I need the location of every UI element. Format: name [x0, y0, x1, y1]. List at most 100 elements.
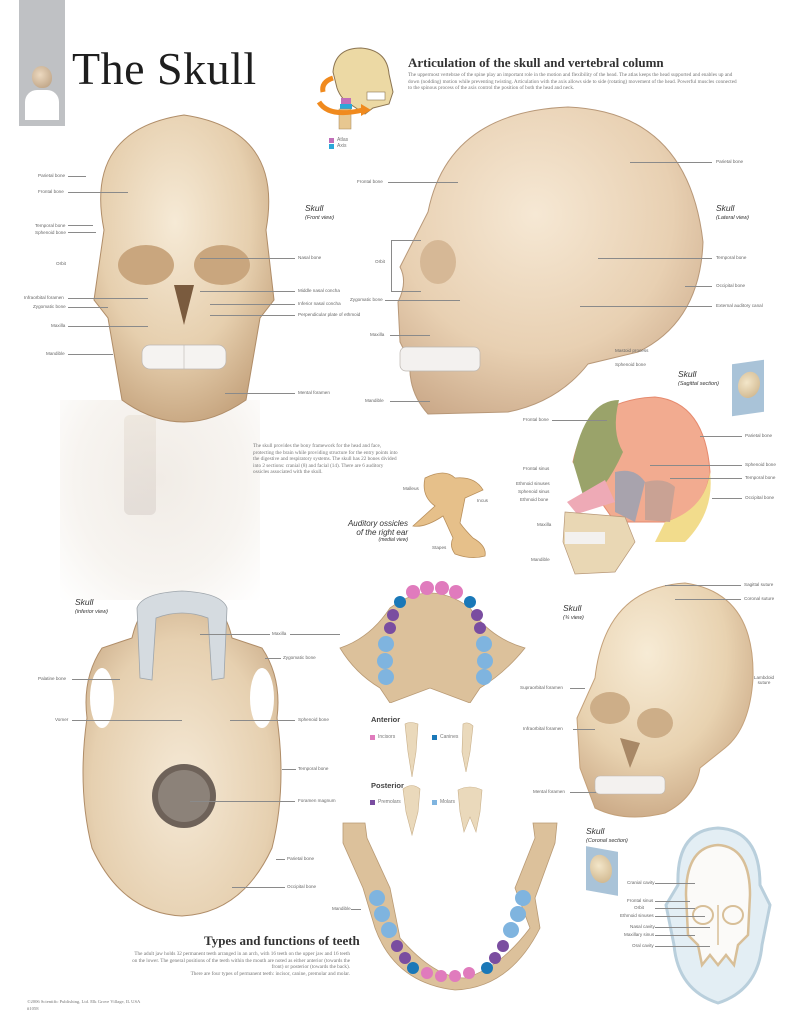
molars-swatch-icon: [432, 799, 437, 805]
coronal-subtitle: (Coronal section): [586, 838, 628, 844]
teeth-heading: Types and functions of teeth: [204, 933, 360, 948]
legend-axis: Axis: [329, 143, 348, 149]
leader-line: [650, 465, 742, 466]
leader-line: [68, 232, 96, 233]
leader-line: [200, 291, 295, 292]
upper-jaw-teeth-illustration: [339, 581, 526, 703]
leader-line: [200, 258, 295, 259]
skull-thumbnail-icon: [32, 66, 52, 88]
leader-line: [570, 688, 585, 689]
teeth-text-1: The adult jaw holds 32 permanent teeth a…: [132, 951, 350, 971]
leader-line: [232, 887, 285, 888]
front-view-subtitle: (Front view): [305, 215, 335, 221]
leader-line: [598, 258, 712, 259]
leader-line: [630, 162, 712, 163]
canines-swatch-icon: [432, 734, 437, 740]
leader-line: [210, 304, 295, 305]
front-view-title: Skull: [305, 203, 324, 213]
posterior-heading: Posterior: [371, 781, 404, 790]
leader-line: [655, 916, 705, 917]
leader-line: [68, 326, 148, 327]
leader-line: [655, 935, 695, 936]
anterior-heading: Anterior: [371, 715, 401, 724]
leader-line: [573, 729, 595, 730]
leader-line: [210, 315, 295, 316]
leader-line: [68, 354, 113, 355]
lateral-view-title: Skull: [716, 203, 735, 213]
page-title: The Skull: [72, 43, 257, 94]
sagittal-plane-icon: [732, 359, 764, 417]
leader-line: [655, 901, 690, 902]
individual-teeth-illustration: [402, 722, 483, 837]
leader-line: [580, 306, 712, 307]
neck-shoulders-illustration: [60, 400, 260, 600]
incisors-swatch-icon: [370, 734, 375, 740]
sagittal-title: Skull: [678, 369, 697, 379]
legend-molars: Molars: [432, 799, 455, 805]
leader-line: [276, 859, 285, 860]
leader-line: [282, 769, 296, 770]
intro-text: The skull provides the bony framework fo…: [253, 443, 398, 476]
teeth-text-2: There are four types of permanent teeth:…: [190, 971, 350, 977]
coronal-section-illustration: [664, 826, 772, 1005]
leader-line: [675, 599, 741, 600]
inferior-subtitle: (inferior view): [75, 609, 109, 615]
mandible-label: Mandible: [332, 906, 351, 911]
leader-line: [655, 927, 710, 928]
coronal-plane-icon: [586, 846, 618, 896]
atlas-swatch-icon: [329, 137, 334, 143]
leader-line: [385, 300, 460, 301]
articulation-text: The uppermost vertebrae of the spine pla…: [408, 72, 737, 92]
cervical-spine-illustration: [124, 415, 156, 515]
lateral-skull-illustration: [397, 106, 704, 415]
axis-swatch-icon: [329, 143, 334, 149]
leader-line: [225, 393, 295, 394]
leader-line: [655, 946, 710, 947]
articulation-legend: Atlas Axis: [329, 137, 348, 149]
inferior-skull-illustration: [82, 590, 282, 917]
leader-line: [68, 176, 86, 177]
leader-line: [68, 225, 93, 226]
ossicles-title: Auditory ossicles of the right ear (medi…: [347, 519, 408, 543]
leader-line: [570, 792, 596, 793]
leader-line: [68, 298, 148, 299]
leader-line: [72, 679, 120, 680]
three-quarter-title: Skull: [563, 603, 582, 613]
lower-jaw-teeth-illustration: [342, 822, 558, 991]
leader-line: [200, 634, 270, 635]
silhouette-icon: [25, 90, 59, 120]
orbit-bracket: [391, 240, 421, 292]
leader-line: [290, 634, 340, 635]
side-tab: [19, 0, 65, 126]
leader-line: [68, 307, 108, 308]
sagittal-skull-illustration: [562, 396, 711, 575]
leader-line: [72, 720, 182, 721]
legend-incisors: Incisors: [370, 734, 395, 740]
leader-line: [265, 658, 281, 659]
product-code: #1058: [27, 1006, 39, 1011]
leader-line: [68, 192, 128, 193]
leader-line: [665, 585, 741, 586]
lateral-view-subtitle: (Lateral view): [716, 215, 750, 221]
leader-line: [390, 401, 430, 402]
leader-line: [700, 436, 742, 437]
leader-line: [190, 801, 295, 802]
leader-line: [670, 478, 742, 479]
leader-line: [552, 420, 607, 421]
leader-line: [351, 909, 361, 910]
coronal-title: Skull: [586, 826, 605, 836]
leader-line: [230, 720, 295, 721]
legend-premolars: Premolars: [370, 799, 401, 805]
sagittal-subtitle: (Sagittal section): [678, 381, 719, 387]
front-skull-illustration: [93, 114, 275, 423]
leader-line: [655, 883, 695, 884]
copyright-text: ©2006 Scientific Publishing, Ltd. Elk Gr…: [27, 999, 141, 1004]
premolars-swatch-icon: [370, 799, 375, 805]
articulation-skull-icon: [316, 47, 394, 130]
legend-canines: Canines: [432, 734, 458, 740]
legend-atlas: Atlas: [329, 137, 348, 143]
leader-line: [655, 908, 695, 909]
inferior-title: Skull: [75, 597, 94, 607]
leader-line: [685, 286, 712, 287]
three-quarter-subtitle: (¾ view): [563, 615, 584, 621]
